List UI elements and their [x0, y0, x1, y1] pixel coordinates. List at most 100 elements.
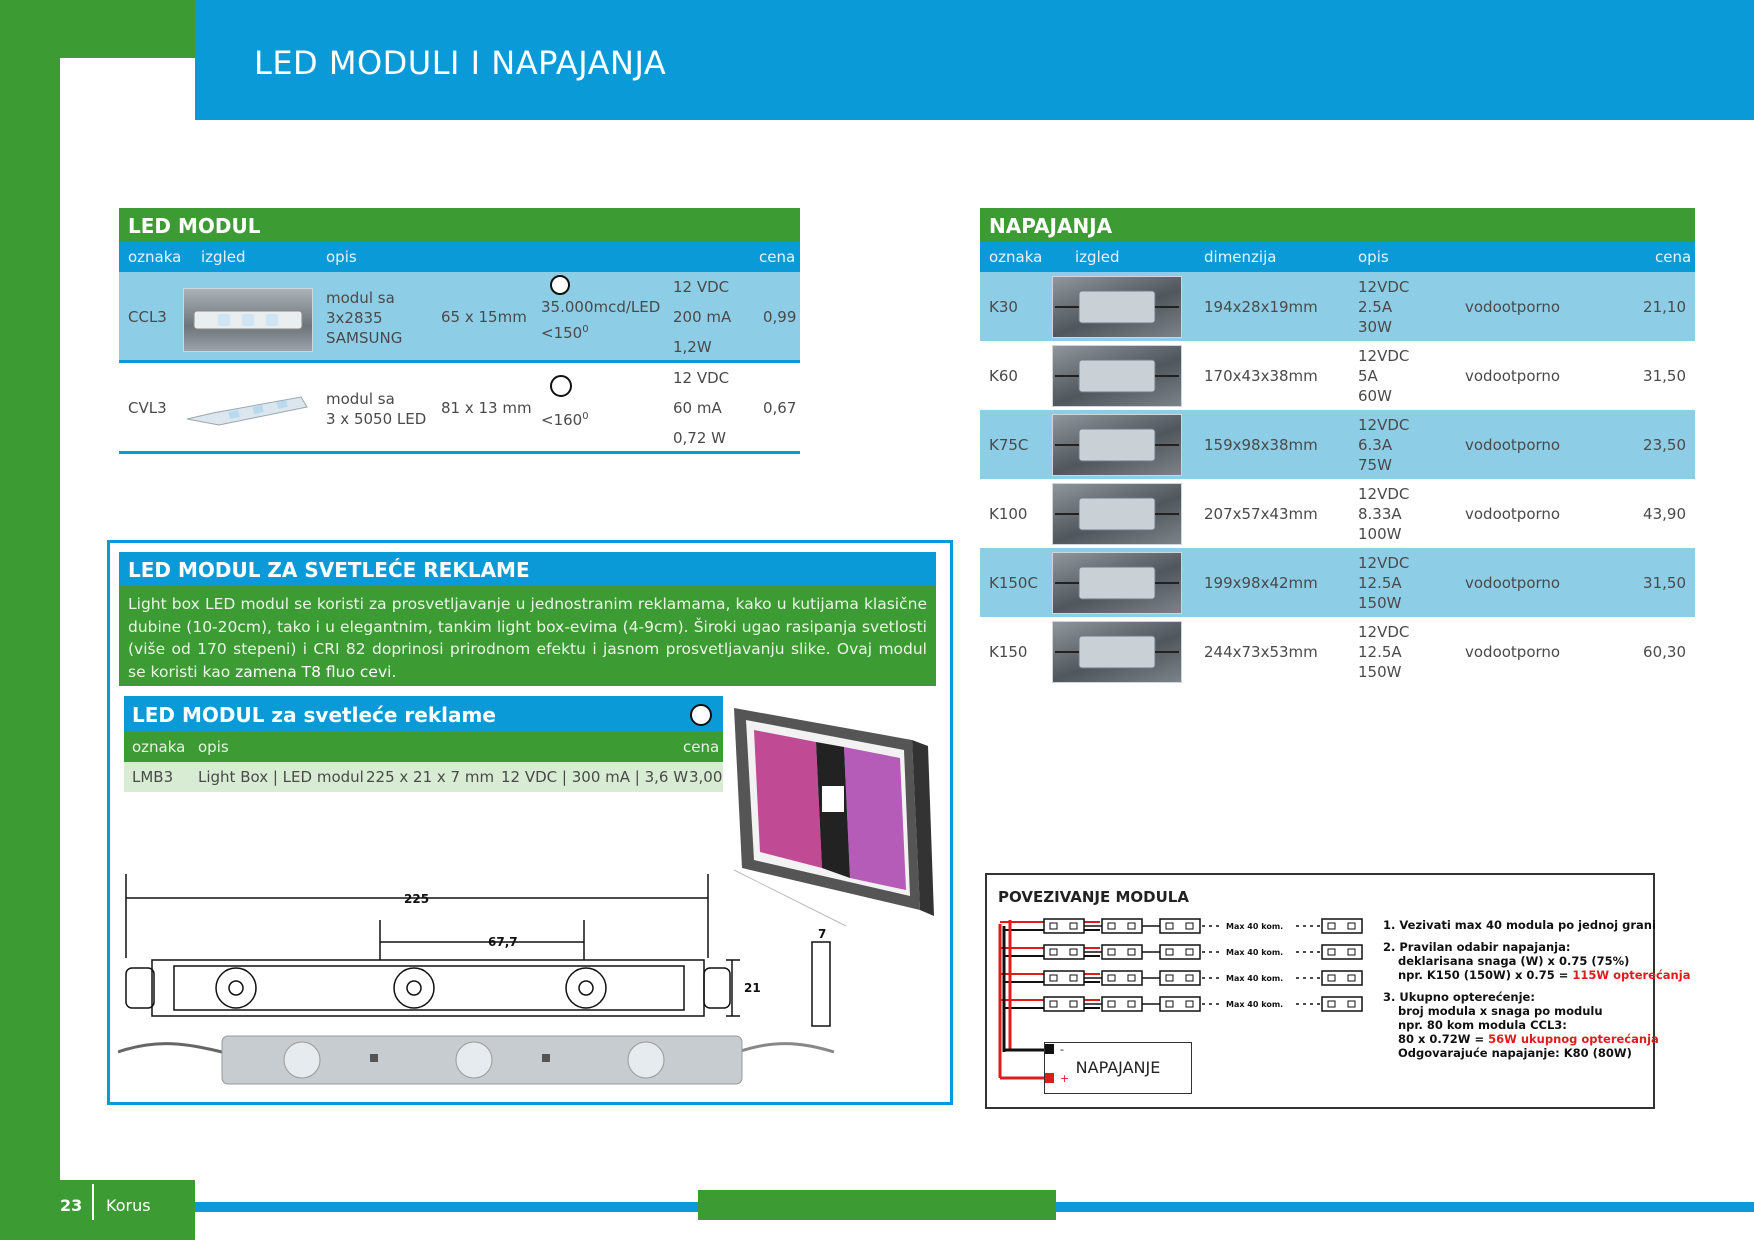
row-oznaka: K30	[989, 298, 1018, 316]
drawing-depth: 7	[818, 927, 826, 941]
row-current: 12.5A	[1358, 574, 1402, 592]
row-voltage: 12VDC	[1358, 416, 1410, 434]
row-tip: vodootporno	[1465, 574, 1561, 592]
row-angle: <1500	[541, 324, 589, 342]
povezivanje-notes: 1. Vezivati max 40 modula po jednoj gran…	[1383, 918, 1691, 1060]
col-opis: opis	[326, 248, 357, 266]
row-current: 200 mA	[673, 308, 732, 326]
svetlece-frame	[107, 540, 953, 1105]
drawing-height: 21	[744, 981, 761, 995]
power-supply-photo	[1052, 621, 1182, 683]
footer-green	[0, 1180, 195, 1240]
power-supply-photo	[1052, 414, 1182, 476]
row-voltage: 12VDC	[1358, 554, 1410, 572]
power-supply-photo	[1052, 552, 1182, 614]
row-cena: 31,50	[1643, 574, 1686, 592]
row-cena: 3,00	[689, 768, 723, 786]
col-izgled: izgled	[1075, 248, 1120, 266]
row-tip: vodootporno	[1465, 505, 1561, 523]
max-label: Max 40 kom.	[1226, 974, 1283, 983]
row-voltage: 12 VDC	[673, 278, 730, 296]
header-band	[195, 0, 1754, 120]
lmb-table-title: LED MODUL za svetleće reklame	[124, 696, 723, 732]
row-cena: 21,10	[1643, 298, 1686, 316]
row-cena: 43,90	[1643, 505, 1686, 523]
row-dim: 207x57x43mm	[1204, 505, 1318, 523]
row-dim: 81 x 13 mm	[441, 399, 532, 417]
row-power: 150W	[1358, 663, 1402, 681]
row-cena: 31,50	[1643, 367, 1686, 385]
row-opis: modul sa 3x2835 SAMSUNG	[326, 289, 403, 347]
left-green-band	[0, 0, 60, 1240]
povezivanje-title: POVEZIVANJE MODULA	[998, 888, 1189, 906]
col-izgled: izgled	[201, 248, 246, 266]
napajanja-table: NAPAJANJA oznaka izgled dimenzija opis c…	[980, 208, 1695, 686]
drawing-length: 225	[404, 892, 429, 906]
footer-block	[698, 1190, 1056, 1220]
power-supply-icon	[1055, 290, 1179, 324]
row-current: 5A	[1358, 367, 1378, 385]
row-cena: 60,30	[1643, 643, 1686, 661]
row-dim: 170x43x38mm	[1204, 367, 1318, 385]
led-module-icon	[186, 396, 308, 426]
power-supply-icon	[1055, 497, 1179, 531]
max-label: Max 40 kom.	[1226, 1000, 1283, 1009]
lmb-table-header: oznaka opis cena	[124, 732, 723, 762]
row-dim: 244x73x53mm	[1204, 643, 1318, 661]
row-voltage: 12VDC	[1358, 347, 1410, 365]
drawing-spacing: 67,7	[488, 935, 518, 949]
row-oznaka: K75C	[989, 436, 1029, 454]
page-title: LED MODULI I NAPAJANJA	[254, 44, 667, 82]
row-angle: <1600	[541, 411, 589, 429]
povezivanje-box	[985, 873, 1655, 1109]
row-voltage: 12 VDC	[673, 369, 730, 387]
row-oznaka: CCL3	[128, 308, 167, 326]
row-power: 30W	[1358, 318, 1392, 336]
led-module-icon	[193, 310, 303, 330]
minus-label: -	[1060, 1043, 1064, 1056]
max-label: Max 40 kom.	[1226, 922, 1283, 931]
row-tip: vodootporno	[1465, 436, 1561, 454]
row-dim: 225 x 21 x 7 mm	[366, 768, 495, 786]
row-dim: 199x98x42mm	[1204, 574, 1318, 592]
row-tip: vodootporno	[1465, 298, 1561, 316]
col-cena: cena	[683, 738, 720, 756]
row-oznaka: K100	[989, 505, 1028, 523]
plus-label: +	[1060, 1072, 1069, 1085]
row-oznaka: K150	[989, 643, 1028, 661]
row-power: 0,72 W	[673, 429, 726, 447]
power-supply-icon	[1055, 428, 1179, 462]
table-row: K60 170x43x38mm 12VDC 5A 60W vodootporno 31,50	[980, 341, 1695, 410]
table-row: CVL3 modul sa 3 x 5050 LED 81 x 13 mm <1…	[119, 363, 800, 451]
row-tip: vodootporno	[1465, 367, 1561, 385]
led-modul-title: LED MODUL	[119, 208, 800, 242]
svetlece-title: LED MODUL ZA SVETLEĆE REKLAME	[119, 552, 936, 586]
row-divider	[119, 360, 800, 363]
brand-name: Korus	[106, 1196, 151, 1215]
row-power: 60W	[1358, 387, 1392, 405]
row-cena: 0,67	[763, 399, 797, 417]
col-cena: cena	[759, 248, 796, 266]
row-power: 75W	[1358, 456, 1392, 474]
row-voltage: 12VDC	[1358, 623, 1410, 641]
row-opis: modul sa 3 x 5050 LED	[326, 390, 427, 428]
row-dim: 65 x 15mm	[441, 308, 527, 326]
beam-angle-icon	[690, 704, 712, 726]
top-green-corner	[0, 0, 195, 58]
page-number: 23	[60, 1196, 83, 1215]
row-oznaka: K60	[989, 367, 1018, 385]
power-supply-icon	[1055, 566, 1179, 600]
row-current: 8.33A	[1358, 505, 1402, 523]
col-dimenzija: dimenzija	[1204, 248, 1277, 266]
row-oznaka: K150C	[989, 574, 1038, 592]
led-modul-table: LED MODUL oznaka izgled opis cena CCL3 m…	[119, 208, 800, 454]
napajanja-header: oznaka izgled dimenzija opis cena	[980, 242, 1695, 272]
light-box-illustration	[733, 708, 934, 927]
row-oznaka: LMB3	[132, 768, 174, 786]
led-modul-header: oznaka izgled opis cena	[119, 242, 800, 272]
row-dim: 194x28x19mm	[1204, 298, 1318, 316]
row-current: 60 mA	[673, 399, 722, 417]
